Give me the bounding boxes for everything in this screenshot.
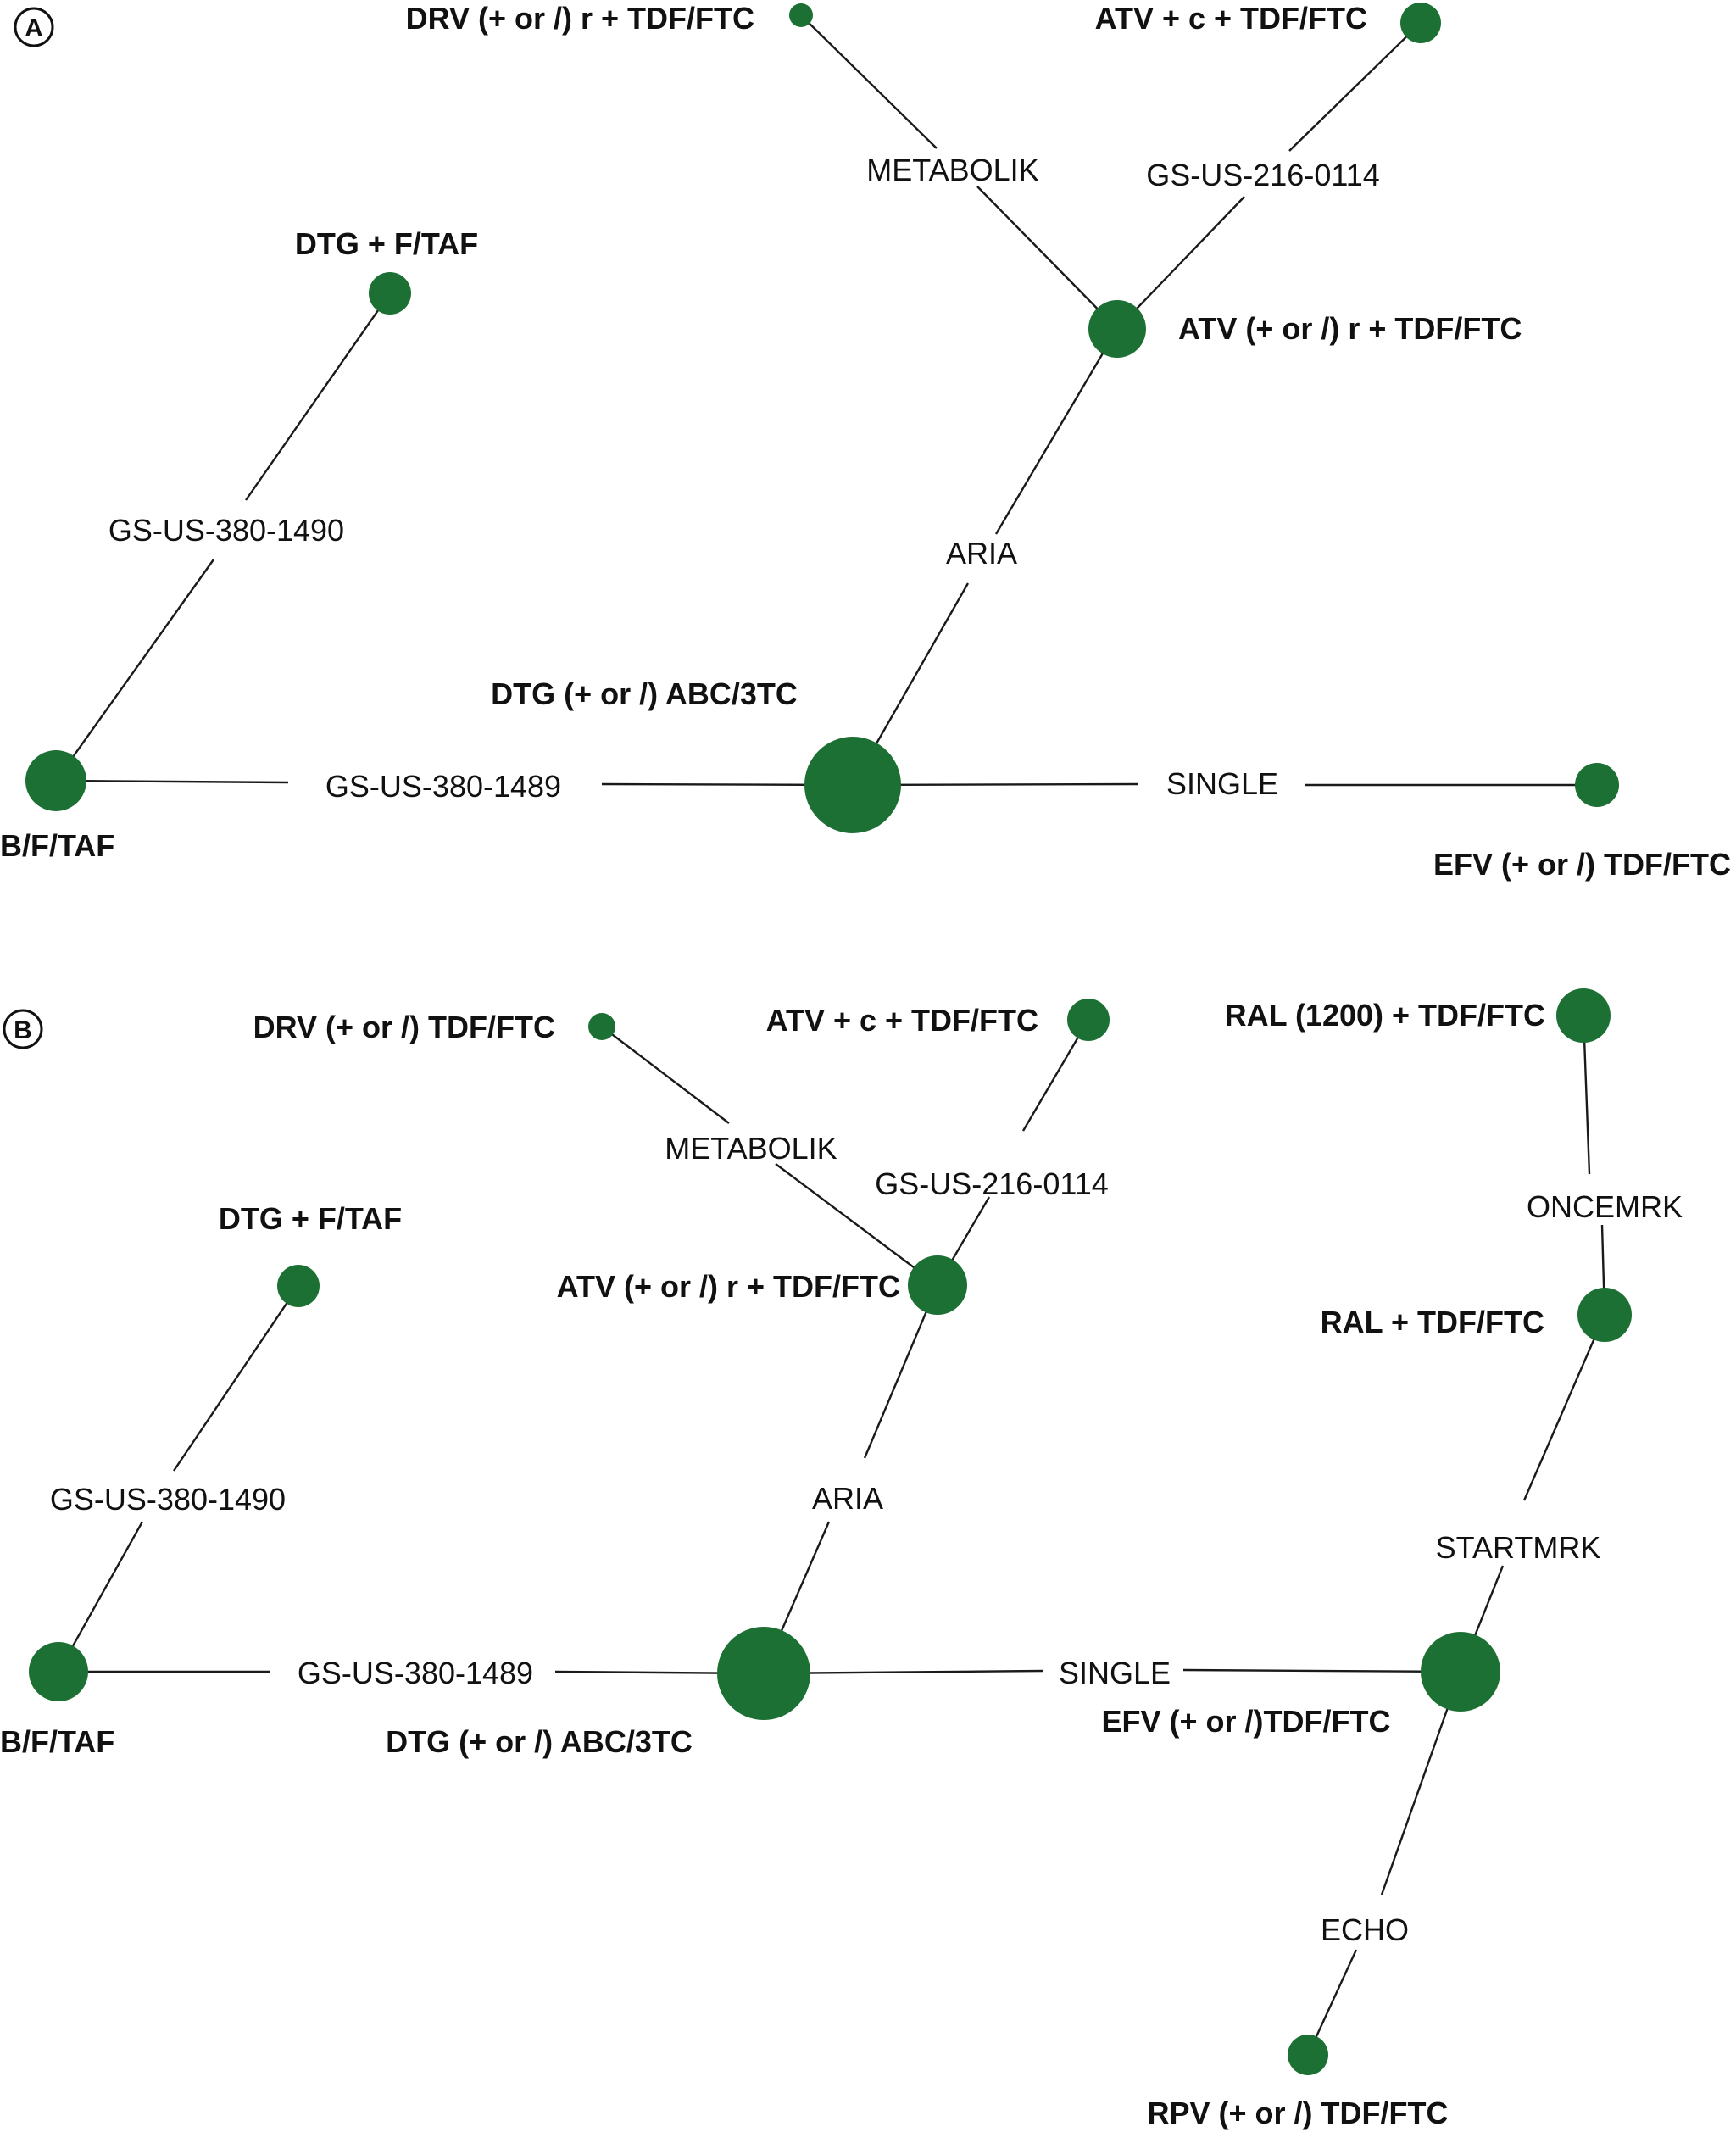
edge-label-metabolik-b: METABOLIK [665,1131,837,1166]
node-label-b-dtg-ftaf: DTG + F/TAF [219,1201,402,1236]
edge-label-aria-a: ARIA [946,536,1017,571]
node-label-b-drv: DRV (+ or /) TDF/FTC [253,1010,555,1044]
edge-startmrk-b: STARTMRK [1436,1314,1606,1673]
node-label-b-atv-r: ATV (+ or /) r + TDF/FTC [557,1269,900,1304]
node-a-atv-r [1088,300,1146,358]
edge-label-aria-b: ARIA [812,1481,883,1516]
node-label-a-atv-r: ATV (+ or /) r + TDF/FTC [1178,311,1522,346]
node-label-a-bftaf: B/F/TAF [0,828,114,863]
node-label-a-efv: EFV (+ or /) TDF/FTC [1433,847,1731,882]
edge-gs-us-380-1489-b: GS-US-380-1489 [58,1656,765,1690]
panel-a-letter: A [25,14,43,42]
panel-b: B METABOLIK GS-US-216-0114 ONCEMRK GS-US… [0,988,1683,2130]
edge-gs-us-380-1489-a: GS-US-380-1489 [55,769,854,804]
node-a-atv-c [1400,3,1441,43]
panel-a: A METABOLIK GS-US-216-0114 GS-US-380-149… [0,1,1731,882]
node-label-a-drv: DRV (+ or /) r + TDF/FTC [406,1,754,36]
node-label-b-ral: RAL + TDF/FTC [1321,1305,1544,1339]
node-b-ral-1200 [1556,988,1611,1043]
edge-aria-b: ARIA [762,1284,939,1673]
node-a-drv [789,3,813,27]
node-label-b-efv: EFV (+ or /)TDF/FTC [1102,1704,1391,1739]
node-label-a-dtg-abc: DTG (+ or /) ABC/3TC [491,676,798,711]
edge-label-echo-b: ECHO [1321,1912,1409,1947]
edge-label-gs-us-380-1490-b: GS-US-380-1490 [50,1482,286,1517]
node-a-bftaf [25,750,86,811]
node-label-b-bftaf: B/F/TAF [0,1724,114,1759]
node-label-a-dtg-ftaf: DTG + F/TAF [295,226,478,261]
edge-label-gs-us-380-1489-b: GS-US-380-1489 [298,1656,533,1690]
edge-label-single-a: SINGLE [1166,766,1278,801]
node-b-atv-r [908,1255,967,1315]
edge-single-b: SINGLE [763,1656,1461,1690]
node-b-dtg-ftaf [277,1265,320,1307]
edge-oncemrk-b: ONCEMRK [1527,1015,1683,1316]
edge-aria-a: ARIA [851,328,1119,786]
edge-label-gs-us-380-1489-a: GS-US-380-1489 [326,769,561,804]
edge-gs-us-380-1490-b: GS-US-380-1490 [50,1285,299,1673]
edge-label-gs-us-216-0114-b: GS-US-216-0114 [875,1166,1108,1201]
node-label-b-rpv: RPV (+ or /) TDF/FTC [1148,2096,1449,2130]
edge-metabolik-b: METABOLIK [601,1026,938,1286]
node-a-efv [1575,763,1619,807]
edge-label-oncemrk-b: ONCEMRK [1527,1189,1683,1224]
panel-b-letter: B [14,1016,32,1044]
node-b-atv-c [1067,999,1110,1041]
node-b-bftaf [29,1642,88,1701]
edge-gs-us-216-0114-a: GS-US-216-0114 [1116,22,1422,330]
edge-single-a: SINGLE [852,766,1597,801]
node-b-efv [1421,1632,1500,1712]
edge-label-metabolik-a: METABOLIK [866,153,1038,187]
edge-label-gs-us-380-1490-a: GS-US-380-1490 [108,513,344,548]
node-label-b-ral-1200: RAL (1200) + TDF/FTC [1225,998,1545,1033]
node-label-b-atv-c: ATV + c + TDF/FTC [766,1003,1038,1038]
node-label-a-atv-c: ATV + c + TDF/FTC [1095,1,1367,36]
panel-b-badge: B [3,1009,43,1049]
edge-label-single-b: SINGLE [1059,1656,1171,1690]
edge-label-gs-us-216-0114-a: GS-US-216-0114 [1146,158,1379,192]
node-a-dtg-abc [804,737,901,833]
edge-metabolik-a: METABOLIK [800,14,1118,330]
node-b-drv [588,1013,615,1040]
node-b-dtg-abc [717,1627,810,1720]
node-a-dtg-ftaf [369,272,411,315]
node-b-ral [1577,1288,1632,1342]
edge-label-startmrk-b: STARTMRK [1436,1530,1601,1565]
node-b-rpv [1288,2035,1328,2075]
edge-gs-us-216-0114-b: GS-US-216-0114 [875,1019,1109,1286]
panel-a-badge: A [14,7,54,47]
node-label-b-dtg-abc: DTG (+ or /) ABC/3TC [386,1724,693,1759]
edge-gs-us-380-1490-a: GS-US-380-1490 [55,292,391,782]
